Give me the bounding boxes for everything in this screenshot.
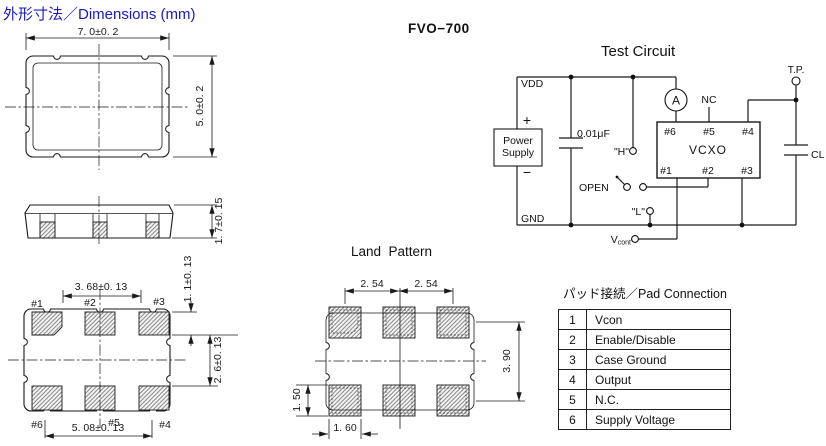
pad-connection-section: パッド接続／Pad Connection 1 Vcon 2 Enable/Dis… xyxy=(558,283,740,430)
pad-label-1: #1 xyxy=(31,298,43,310)
land-pad-4 xyxy=(436,384,470,417)
pad-label-6: #6 xyxy=(31,419,43,431)
switch-throw-terminal xyxy=(639,183,647,191)
minus-terminal: − xyxy=(523,164,531,180)
pad-number: 3 xyxy=(558,349,587,370)
pin-2-label: #2 xyxy=(702,165,714,177)
table-row: 4 Output xyxy=(558,369,731,390)
dim-body-thickness: 1. 7±0. 15 xyxy=(213,198,225,245)
pad-connection-table: 1 Vcon 2 Enable/Disable 3 Case Ground 4 … xyxy=(558,309,731,430)
dim-pitch-left: 2. 54 xyxy=(360,278,384,290)
pad-number: 4 xyxy=(558,369,587,390)
pad-number: 1 xyxy=(558,309,587,330)
vdd-label: VDD xyxy=(521,78,544,90)
l-level-label: "L" xyxy=(632,206,646,218)
dim-pitch-right: 2. 54 xyxy=(414,278,438,290)
dim-vertical-pitch: 3. 90 xyxy=(501,349,513,373)
ammeter-label: A xyxy=(672,94,680,108)
pad-function: Output xyxy=(586,369,731,390)
package-top-view: 7. 0±0. 2 5. 0±0. 2 xyxy=(5,26,217,170)
vcont-label-sub: cont xyxy=(618,240,631,247)
vcont-terminal xyxy=(631,235,639,243)
pad-6 xyxy=(31,385,63,411)
pin-1-label: #1 xyxy=(660,165,672,177)
test-point-terminal xyxy=(791,76,801,86)
pad-function: Supply Voltage xyxy=(586,409,731,430)
h-level-terminal xyxy=(629,147,637,155)
pad-number: 5 xyxy=(558,389,587,410)
plus-terminal: + xyxy=(523,112,531,128)
pad-function: Enable/Disable xyxy=(586,329,731,350)
land-pattern-title: Land Pattern xyxy=(351,244,433,259)
pad-4 xyxy=(138,385,170,411)
test-circuit-schematic: Power Supply + − VCXO #6 #5 #4 #1 #2 #3 … xyxy=(493,64,825,247)
switch-lever xyxy=(616,176,625,185)
nc-label: NC xyxy=(701,94,717,106)
pin-6-label: #6 xyxy=(664,126,676,138)
pad-function: Case Ground xyxy=(586,349,731,370)
land-pad-6 xyxy=(328,384,362,417)
load-cap-label: CL xyxy=(811,149,825,161)
pad-number: 2 xyxy=(558,329,587,350)
power-supply-label-1: Power xyxy=(503,135,533,147)
dim-body-height: 5. 0±0. 2 xyxy=(194,85,206,126)
pin-4-label: #4 xyxy=(742,126,754,138)
vcont-label-main: V xyxy=(611,234,618,246)
part-number: FVO−700 xyxy=(408,21,470,36)
gnd-label: GND xyxy=(521,213,545,225)
pad-label-4: #4 xyxy=(159,419,171,431)
power-supply-label-2: Supply xyxy=(502,147,535,159)
pad-label-5: #5 xyxy=(108,417,120,429)
table-row: 6 Supply Voltage xyxy=(558,409,731,430)
pin-5-label: #5 xyxy=(703,126,715,138)
dim-land-height: 1. 50 xyxy=(291,388,303,412)
open-label: OPEN xyxy=(579,182,609,194)
test-point-label: T.P. xyxy=(788,64,805,76)
land-pad-3 xyxy=(436,306,470,339)
dim-pad-outer-span: 5. 08±0. 13 xyxy=(72,422,125,434)
capacitor-value-label: 0.01μF xyxy=(577,128,610,140)
land-pattern-view: 2. 54 2. 54 3. 90 1. 50 1. 60 xyxy=(291,278,525,439)
power-supply-box xyxy=(493,128,543,167)
dim-land-width: 1. 60 xyxy=(333,422,357,434)
vcxo-box xyxy=(656,121,761,179)
table-row: 5 N.C. xyxy=(558,389,731,410)
bypass-capacitor xyxy=(559,137,583,149)
switch-pole-terminal xyxy=(623,183,631,191)
vcxo-label: VCXO xyxy=(689,143,727,157)
pad-function: Vcon xyxy=(586,309,731,330)
dim-row-gap: 2. 6±0. 13 xyxy=(212,337,224,384)
pad-function: N.C. xyxy=(586,389,731,410)
package-side-view: 1. 7±0. 15 xyxy=(24,196,225,245)
land-pad-5 xyxy=(382,384,416,417)
l-level-terminal xyxy=(646,207,654,215)
test-circuit-title: Test Circuit xyxy=(601,43,676,60)
dim-body-width: 7. 0±0. 2 xyxy=(78,26,119,38)
dimensions-title: 外形寸法／Dimensions (mm) xyxy=(3,6,196,23)
vcont-label: Vcont xyxy=(611,234,631,247)
table-row: 1 Vcon xyxy=(558,309,731,330)
pad-label-2: #2 xyxy=(84,297,96,309)
dim-pad-inner-span: 3. 68±0. 13 xyxy=(75,281,128,293)
ammeter-symbol xyxy=(664,88,688,112)
table-row: 3 Case Ground xyxy=(558,349,731,370)
land-pad-2 xyxy=(382,306,416,339)
pad-connection-title: パッド接続／Pad Connection xyxy=(563,287,727,301)
pad-3 xyxy=(138,311,170,336)
pad-label-3: #3 xyxy=(153,296,165,308)
h-level-label: "H" xyxy=(614,146,629,158)
load-capacitor xyxy=(784,144,808,156)
dim-pad-height: 1. 1±0. 13 xyxy=(182,256,194,303)
table-row: 2 Enable/Disable xyxy=(558,329,731,350)
pad-number: 6 xyxy=(558,409,587,430)
pad-1 xyxy=(31,311,63,336)
package-bottom-view: #1 #2 #3 #6 #5 #4 3. 68±0. 13 1. 1±0. 13… xyxy=(8,256,238,439)
pin-3-label: #3 xyxy=(741,165,753,177)
